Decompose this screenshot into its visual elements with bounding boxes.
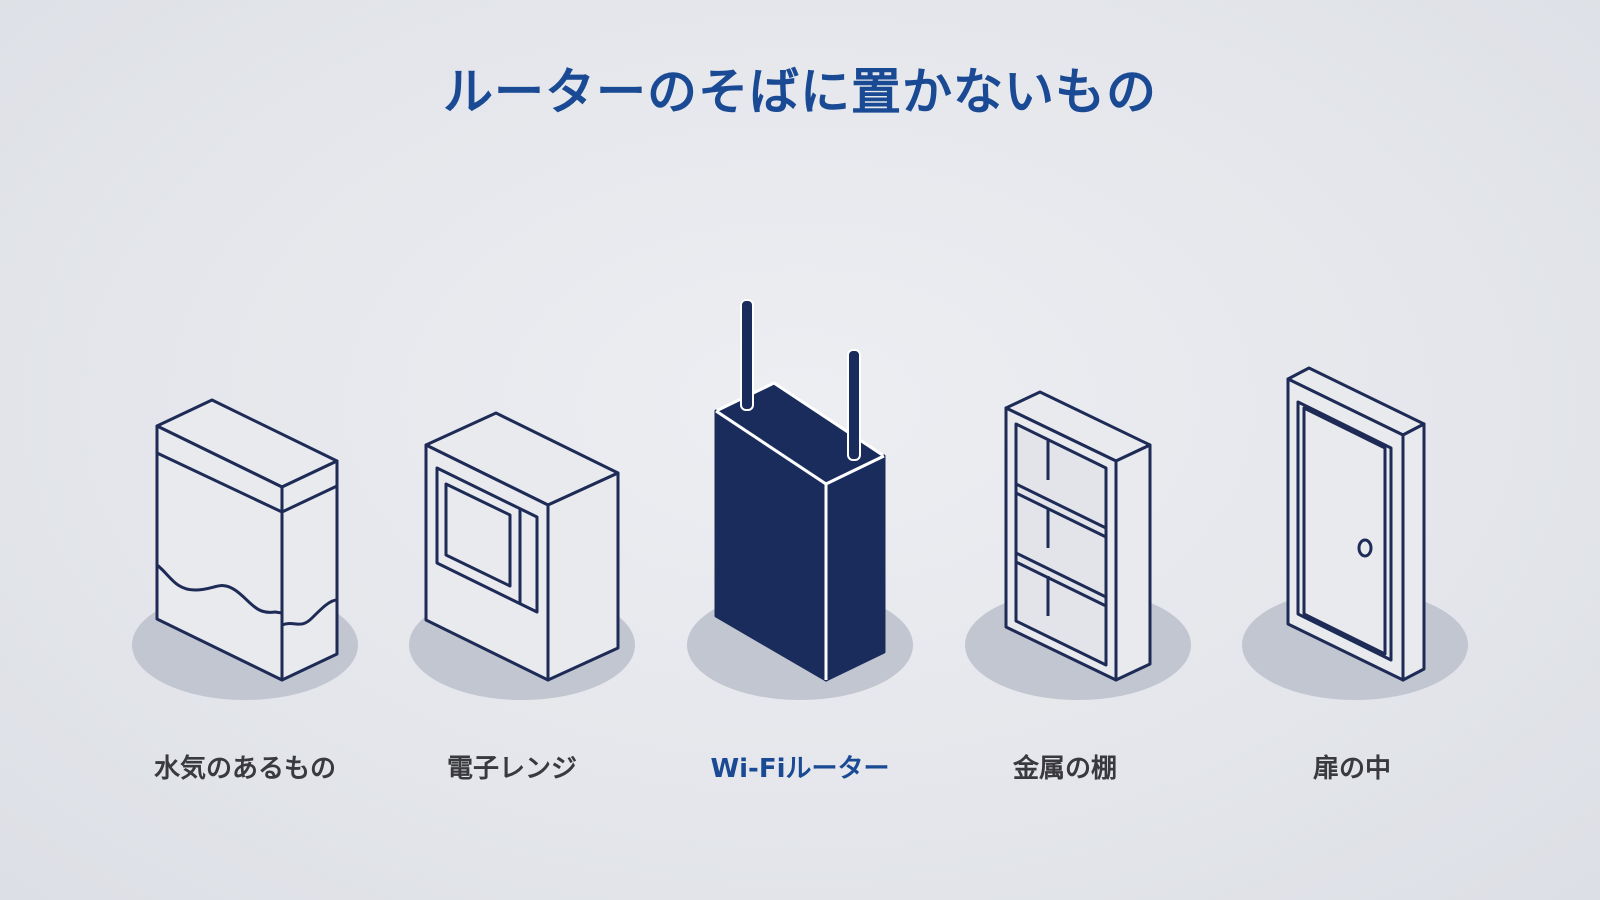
label-metal-shelf: 金属の棚	[1012, 754, 1117, 784]
router-antenna-left	[740, 299, 754, 411]
water-tank-icon	[155, 398, 339, 682]
label-microwave: 電子レンジ	[446, 754, 577, 784]
metal-shelf-icon	[1004, 390, 1152, 682]
label-inside-door: 扉の中	[1312, 754, 1391, 784]
router-antenna-right	[847, 349, 861, 461]
door-knob	[1357, 538, 1373, 558]
label-water-items: 水気のあるもの	[153, 754, 336, 784]
door-icon	[1286, 366, 1426, 682]
label-wifi-router: Wi-Fiルーター	[710, 754, 890, 784]
page-title: ルーターのそばに置かないもの	[443, 63, 1157, 121]
microwave-icon	[424, 411, 620, 682]
wifi-router-icon	[714, 299, 886, 682]
